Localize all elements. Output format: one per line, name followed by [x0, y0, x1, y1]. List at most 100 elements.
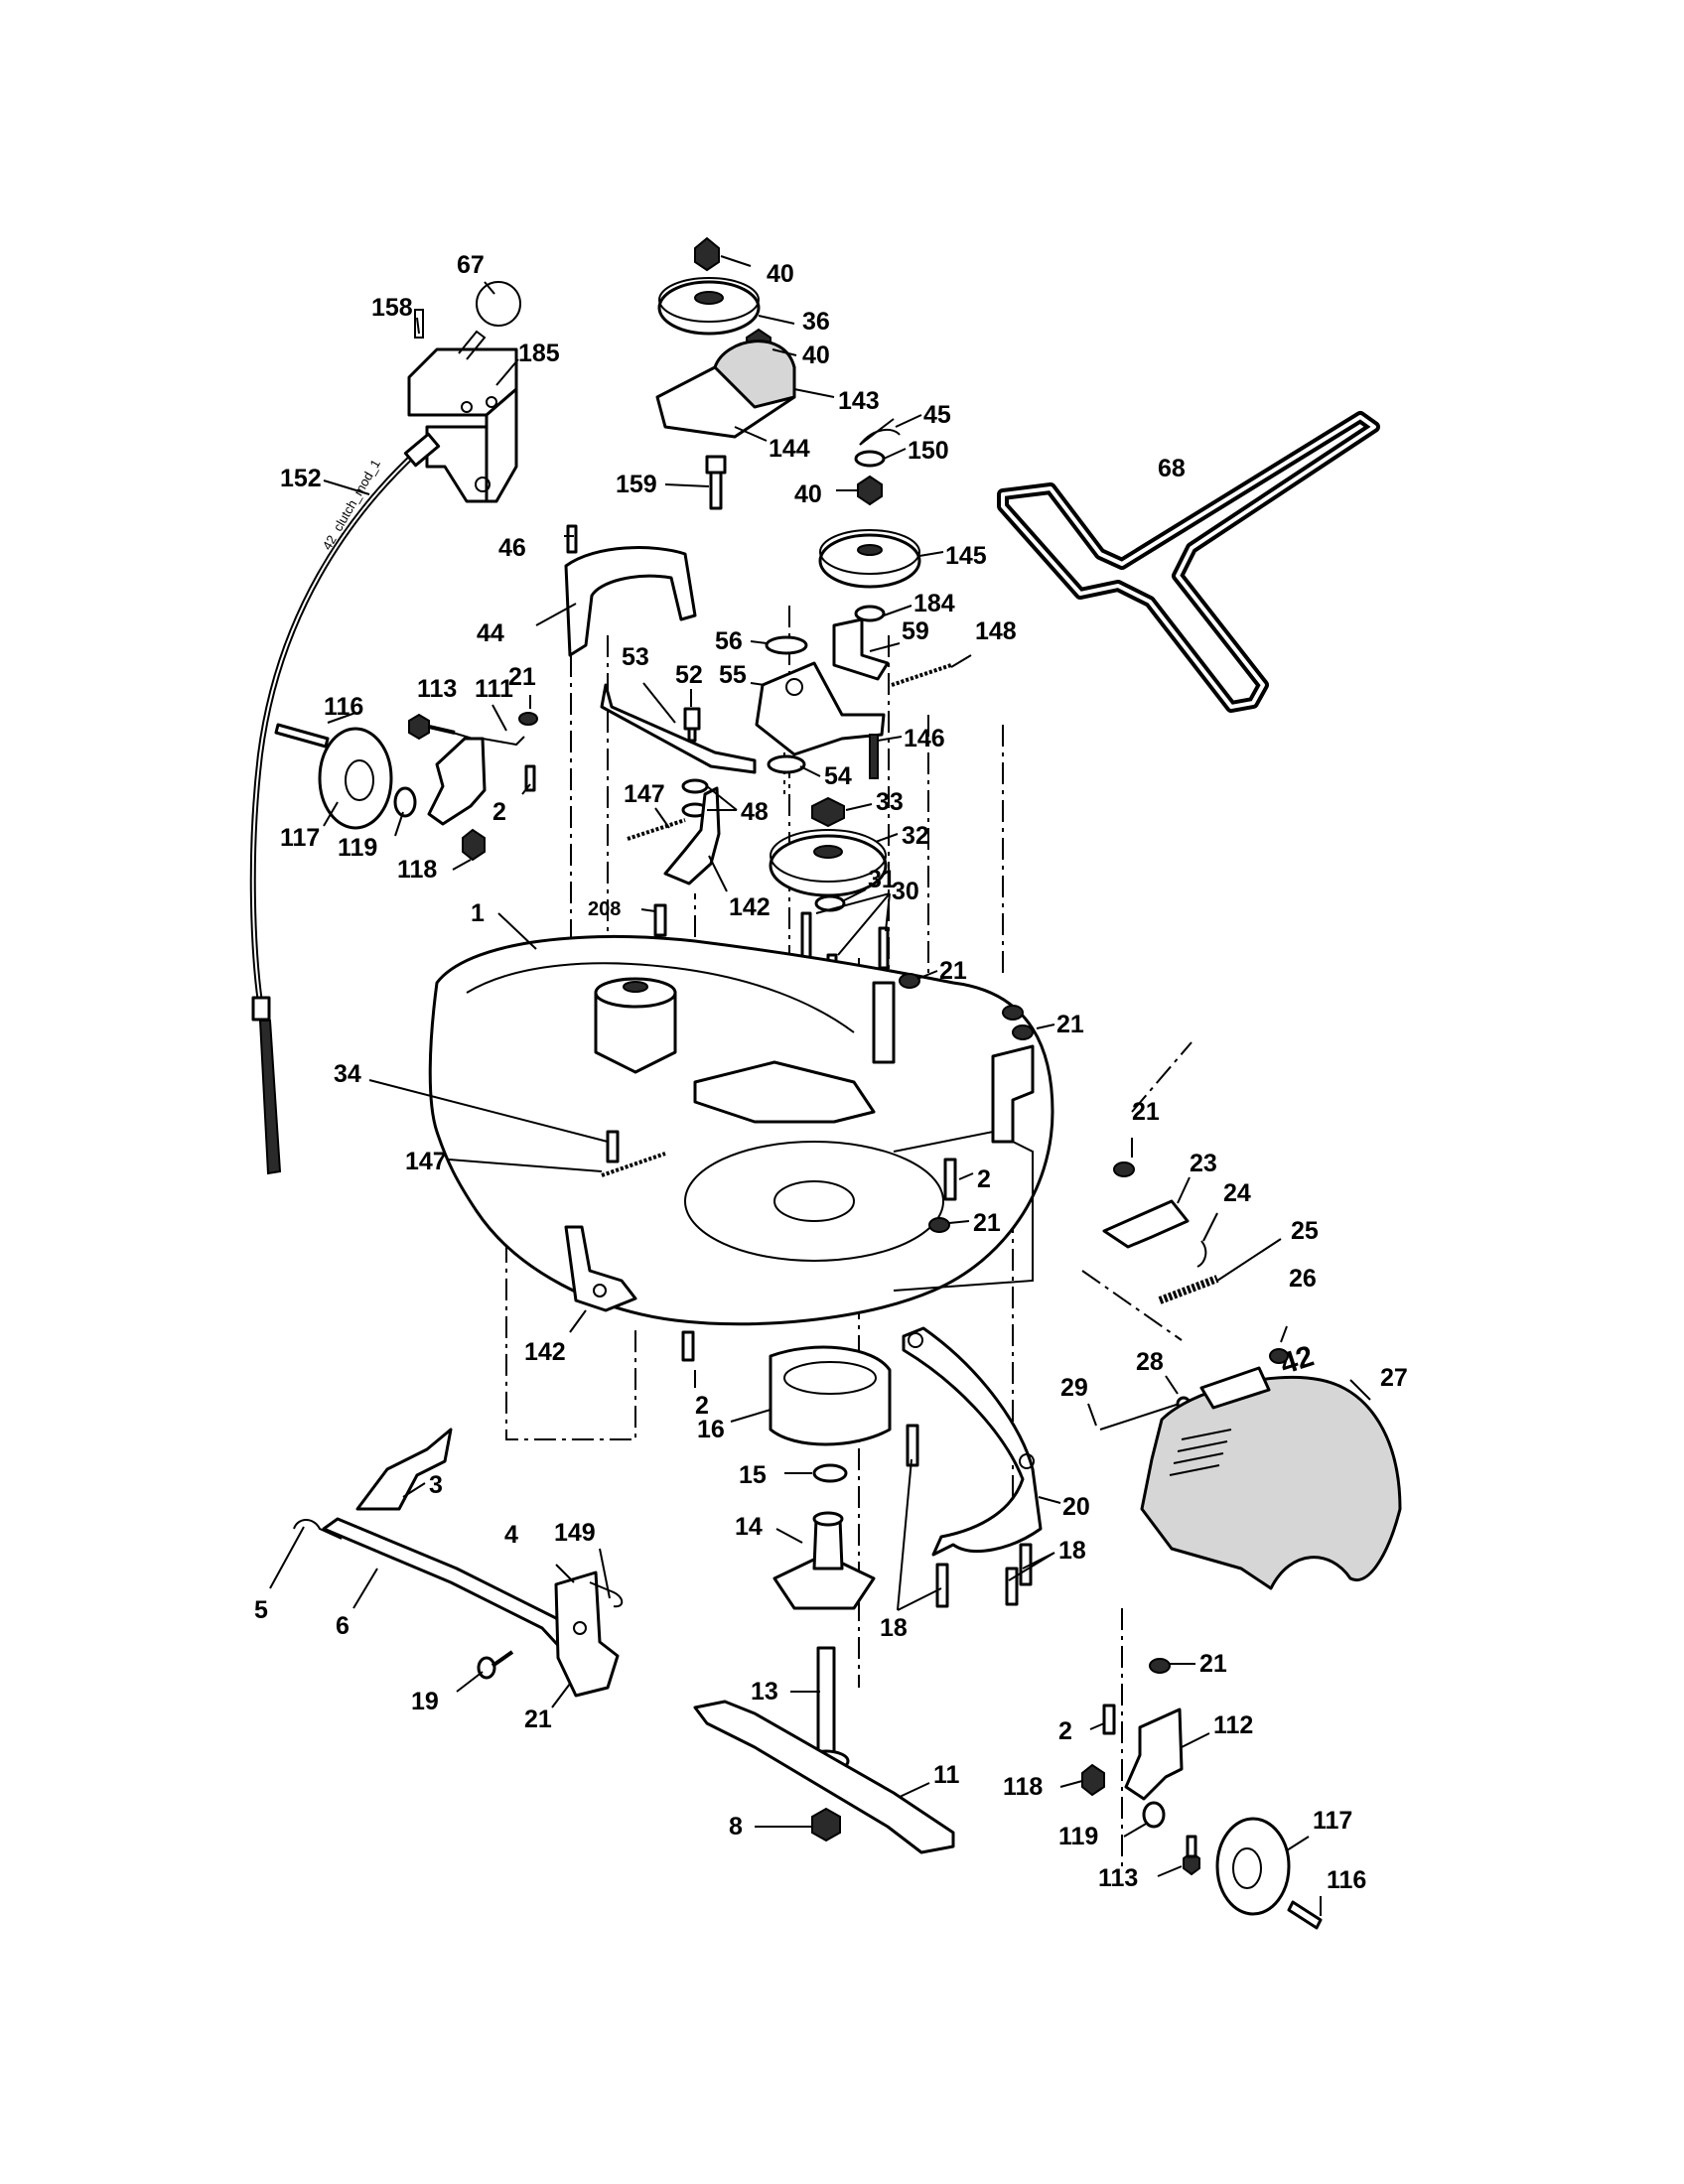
part-15-washer: [812, 1463, 848, 1483]
callout-67: 67: [457, 251, 485, 279]
callout-1: 1: [471, 899, 485, 927]
callout-labels: 67 158 185 152 40 36 40 143 144 45 150 1…: [254, 251, 1408, 1894]
part-59-plate: [832, 617, 890, 681]
callout-21-b: 21: [939, 957, 967, 985]
callout-36: 36: [802, 308, 830, 336]
callout-21-e: 21: [973, 1209, 1001, 1237]
callout-33: 33: [876, 788, 904, 816]
part-2-screw-lower-right: [1102, 1704, 1116, 1735]
callout-116-b: 116: [1327, 1866, 1366, 1894]
callout-148: 148: [975, 617, 1017, 645]
part-54-washer: [767, 754, 806, 774]
callout-21-g: 21: [1199, 1650, 1227, 1678]
part-149-clip: [589, 1581, 624, 1608]
part-40-nut-lower: [857, 475, 883, 506]
callout-53: 53: [622, 643, 649, 671]
callout-2-a: 2: [492, 798, 506, 826]
part-16-spacer-ring: [769, 1345, 892, 1446]
callout-24: 24: [1223, 1179, 1251, 1207]
callout-2-c: 2: [695, 1392, 709, 1420]
callout-40-c: 40: [794, 480, 822, 508]
part-36-idler-pulley: [657, 277, 761, 336]
part-44-belt-guard: [564, 546, 697, 657]
part-21-nut-lower-right: [1149, 1658, 1171, 1674]
part-11-mower-blade: [693, 1700, 955, 1854]
callout-113-b: 113: [1098, 1864, 1138, 1892]
part-113-bolt-left: [408, 713, 456, 741]
callout-208: 208: [588, 898, 621, 920]
callout-20: 20: [1062, 1493, 1090, 1521]
callout-28: 28: [1136, 1348, 1164, 1376]
callout-34: 34: [334, 1060, 361, 1088]
callout-113-a: 113: [417, 675, 457, 703]
callout-48: 48: [741, 798, 769, 826]
callout-142-b: 142: [524, 1338, 566, 1366]
part-40-nut-top: [694, 236, 720, 272]
callout-44: 44: [477, 619, 504, 647]
part-56-washer: [765, 635, 808, 655]
part-2-screw-left: [524, 764, 536, 792]
part-4-bracket: [554, 1570, 620, 1698]
part-3-bracket: [355, 1428, 453, 1511]
callout-185: 185: [518, 340, 560, 367]
callout-147-a: 147: [624, 780, 665, 808]
callout-26: 26: [1289, 1265, 1317, 1293]
part-142-bracket-upper: [663, 786, 721, 886]
callout-152: 152: [280, 465, 322, 492]
part-45-pin: [859, 418, 901, 446]
part-32-pulley: [769, 829, 888, 897]
callout-2-d: 2: [1058, 1717, 1072, 1745]
callout-54: 54: [824, 762, 852, 790]
part-6-link-rod: [322, 1517, 580, 1656]
part-147-spring-lower: [601, 1152, 666, 1177]
part-33-nut: [811, 796, 845, 828]
part-5-pin: [293, 1519, 343, 1540]
part-2-screw-lower: [681, 1330, 695, 1362]
callout-150: 150: [908, 437, 949, 465]
callout-46: 46: [498, 534, 526, 562]
part-159-bolt: [705, 455, 727, 510]
callout-21-a: 21: [508, 663, 536, 691]
callout-144: 144: [769, 435, 810, 463]
part-23-bracket: [1102, 1199, 1190, 1249]
part-68-drive-belt: [997, 411, 1380, 713]
part-142-bracket-lower: [564, 1225, 637, 1312]
part-148-spring: [891, 663, 952, 687]
part-152-clutch-cable: [249, 432, 441, 1175]
callout-3: 3: [429, 1471, 443, 1499]
callout-146: 146: [904, 725, 945, 752]
callout-4: 4: [504, 1521, 518, 1549]
part-20-baffle: [902, 1326, 1043, 1557]
part-147-spring-upper: [627, 818, 686, 841]
part-143-idler-bracket: [655, 340, 796, 439]
part-19-bolt: [477, 1650, 514, 1680]
part-31-washer: [814, 894, 846, 912]
callout-15: 15: [739, 1461, 767, 1489]
part-53-rod: [600, 683, 757, 774]
callout-117-a: 117: [280, 824, 320, 852]
callout-5: 5: [254, 1596, 268, 1624]
part-112-wheel-bracket: [1124, 1707, 1184, 1801]
callout-21-c: 21: [1056, 1011, 1084, 1038]
callout-184: 184: [913, 590, 955, 617]
callout-116-a: 116: [324, 693, 363, 721]
part-184-washer: [854, 605, 886, 622]
part-111-wheel-bracket: [427, 736, 525, 826]
callout-21-d: 21: [1132, 1098, 1160, 1126]
callout-118-a: 118: [397, 856, 437, 884]
part-116-bolt-left: [274, 723, 330, 749]
part-52-bolt: [683, 707, 701, 743]
callout-56: 56: [715, 627, 743, 655]
part-118-nut-right: [1081, 1763, 1105, 1797]
part-14-spindle-housing: [772, 1511, 876, 1610]
callout-111: 111: [475, 675, 513, 703]
callout-145: 145: [945, 542, 987, 570]
callout-27: 27: [1380, 1364, 1408, 1392]
part-21-nut-left: [518, 712, 538, 726]
part-119-washer-left: [393, 786, 417, 818]
callout-45: 45: [923, 401, 951, 429]
part-118-nut-left: [462, 828, 486, 862]
part-bracket-right: [991, 1044, 1035, 1144]
part-26-nut: [1269, 1348, 1289, 1364]
